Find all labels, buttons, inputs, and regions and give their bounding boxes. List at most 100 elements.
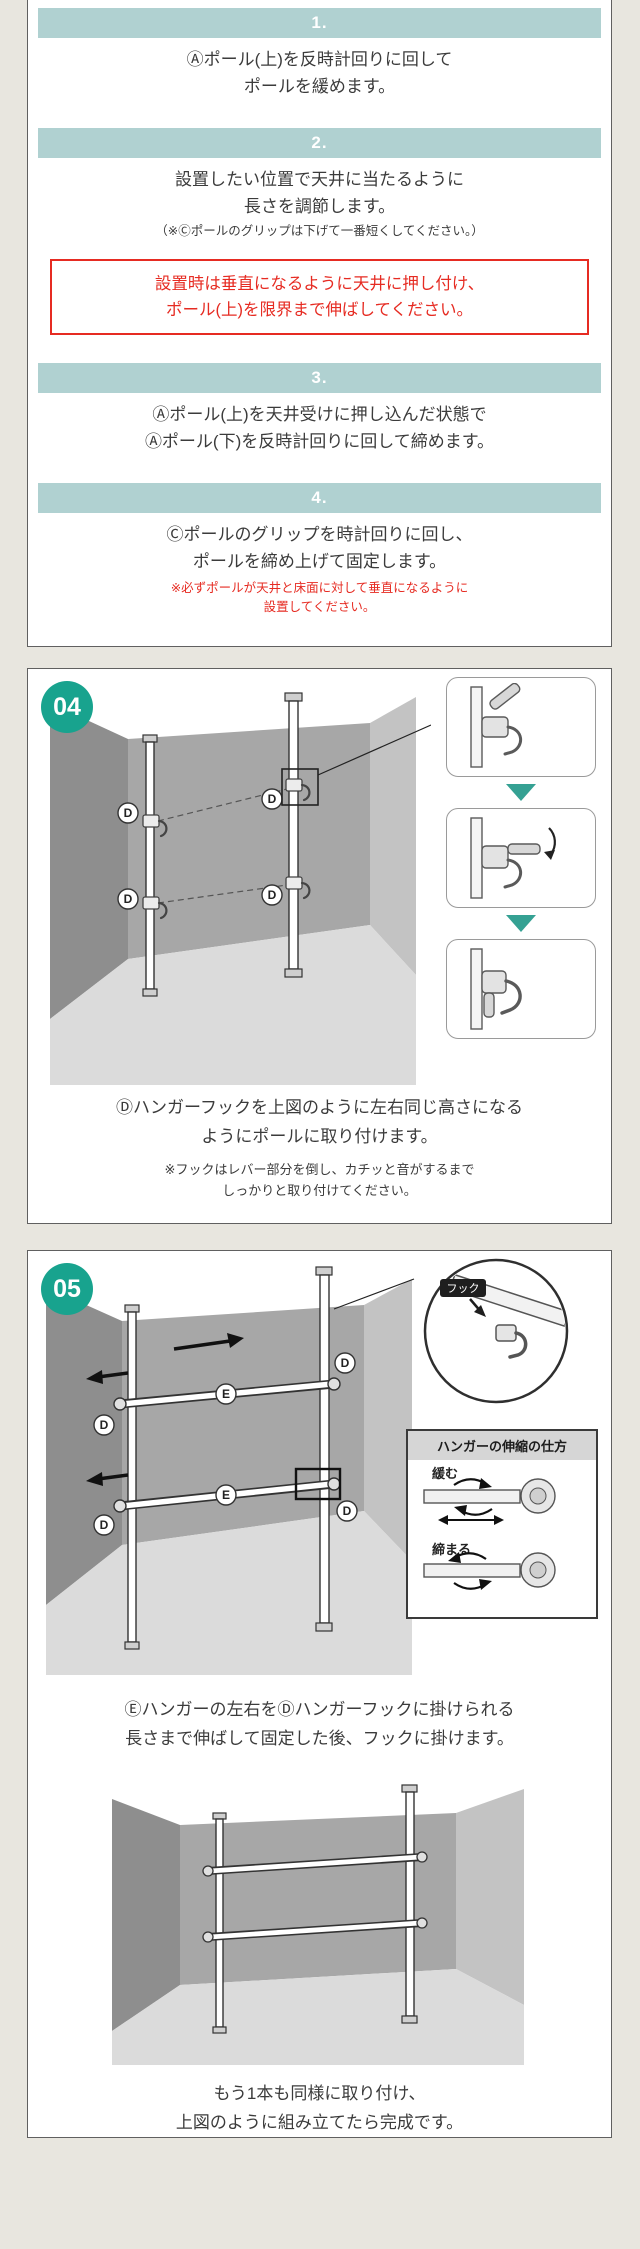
hook-close-lever-diagram [470,817,556,899]
step-3-line-2: Ⓐポール(下)を反時計回りに回して締めます。 [144,432,495,451]
section-04-illustration: 04 [28,669,611,1087]
extend-arrow-left-lower [86,1472,129,1486]
section-05-caption: Ⓔハンガーの左右をⒹハンガーフックに掛けられる 長さまで伸ばして固定した後、フッ… [28,1695,611,1753]
assembly-steps-card: 1. Ⓐポール(上)を反時計回りに回して ポールを緩めます。 2. 設置したい位… [27,0,612,647]
room-illustration-04: D D D D [50,692,431,1085]
section-05-illustration: 05 [28,1251,611,1679]
warning-line-2: ポール(上)を限界まで伸ばしてください。 [166,301,473,319]
svg-text:D: D [268,888,277,902]
step-4-line-1: Ⓒポールのグリップを時計回りに回し、 [166,525,473,544]
hook-step-frame-3 [446,939,596,1039]
step-4-line-2: ポールを締め上げて固定します。 [192,552,447,571]
highlight-rect [294,1467,342,1501]
hook-open-lever-diagram [470,683,522,768]
right-wall [364,1279,412,1561]
hook-label-d: D [261,884,283,906]
hanger-hook [495,1324,528,1359]
hook-detail-panel [443,677,599,1039]
telescopic-diagram: 緩む 締まる [423,1466,556,1590]
step-2-header: 2. [38,128,601,158]
tension-pole-left [142,734,158,997]
step-4-text: Ⓒポールのグリップを時計回りに回し、 ポールを締め上げて固定します。 [34,521,605,575]
tighten-label: 締まる [432,1542,471,1557]
step-4-warning-line-1: ※必ずポールが天井と床面に対して垂直になるように [170,581,469,595]
section-04-note: ※フックはレバー部分を倒し、カチッと音がするまで しっかりと取り付けてください。 [28,1159,611,1201]
step-1-line-2: ポールを緩めます。 [243,77,396,96]
extend-arrow-left-upper [86,1370,129,1384]
hanger-hook [142,896,168,920]
telescopic-panel-title: ハンガーの伸縮の仕方 [408,1431,596,1460]
step-3-number: 3. [311,368,328,387]
section-04-card: 04 [27,668,612,1224]
hook-label-d: D [117,802,139,824]
tension-pole-left [124,1304,140,1650]
hook-label-d: D [117,888,139,910]
step-2-text: 設置したい位置で天井に当たるように 長さを調節します。 [34,166,605,220]
section-04-note-line-2: しっかりと取り付けてください。 [222,1183,417,1198]
zoom-leader-line [317,724,431,776]
step-2-number: 2. [311,133,328,152]
svg-text:D: D [124,806,133,820]
svg-text:D: D [100,1518,109,1532]
svg-text:D: D [124,892,133,906]
hook-label-d: D [336,1500,358,1522]
svg-text:D: D [268,792,277,806]
zoom-rect [281,768,319,806]
final-caption-line-1: もう1本も同様に取り付け、 [213,2084,426,2103]
hook-inset: フック [423,1258,569,1404]
section-04-caption-line-2: ようにポールに取り付けます。 [201,1127,438,1146]
hanger-bar-lower [201,1917,428,1943]
section-04-note-line-1: ※フックはレバー部分を倒し、カチッと音がするまで [164,1162,475,1177]
floor [50,925,416,1085]
tension-pole-right [284,692,303,978]
step-2-note: （※Ⓒポールのグリップは下げて一番短くしてください。） [155,224,484,238]
tension-pole-right [315,1266,333,1632]
section-04-badge: 04 [41,681,93,733]
left-wall [111,1799,180,2031]
hook-step-frame-2 [446,808,596,908]
inset-leader-line [333,1278,415,1310]
section-05-card: 05 [27,1250,612,2138]
svg-text:D: D [341,1356,350,1370]
section-05-caption-line-1: Ⓔハンガーの左右をⒹハンガーフックに掛けられる [124,1700,515,1719]
hanger-bar-upper [201,1851,428,1877]
hanger-hook [285,778,311,802]
hook-tag: フック [440,1279,486,1317]
tighten-diagram [423,1552,556,1590]
hook-step-frame-1 [446,677,596,777]
final-room-illustration [111,1784,524,2065]
step-3-text: Ⓐポール(上)を天井受けに押し込んだ状態で Ⓐポール(下)を反時計回りに回して締… [34,401,605,455]
final-caption: もう1本も同様に取り付け、 上図のように組み立てたら完成です。 [28,2079,611,2137]
room-illustration-05: E E D D D [46,1266,415,1675]
level-dashline-lower [157,884,288,904]
svg-text:D: D [343,1504,352,1518]
hook-label-d: D [93,1414,115,1436]
section-04-caption-line-1: Ⓓハンガーフックを上図のように左右同じ高さになる [116,1098,523,1117]
warning-line-1: 設置時は垂直になるように天井に押し付け、 [154,275,485,293]
step-4-warning-line-2: 設置してください。 [263,600,376,614]
tension-pole-left [211,1812,227,2034]
hook-tag-label: フック [447,1282,480,1295]
final-caption-line-2: 上図のように組み立てたら完成です。 [175,2113,464,2132]
telescopic-panel: ハンガーの伸縮の仕方 緩む [406,1429,598,1619]
warning-box: 設置時は垂直になるように天井に押し付け、 ポール(上)を限界まで伸ばしてください… [50,259,589,335]
arrow-down-icon [506,784,536,801]
step-1-number: 1. [311,13,328,32]
hook-label-d: D [334,1352,356,1374]
final-assembly-illustration [100,1773,540,2065]
step-1-text: Ⓐポール(上)を反時計回りに回して ポールを緩めます。 [34,46,605,100]
step-3-line-1: Ⓐポール(上)を天井受けに押し込んだ状態で [152,405,487,424]
step-1-header: 1. [38,8,601,38]
section-05-caption-line-2: 長さまで伸ばして固定した後、フックに掛けます。 [125,1729,514,1748]
step-2-line-1: 設置したい位置で天井に当たるように [175,170,464,189]
hanger-hook [285,876,311,900]
floor [111,1969,524,2065]
section-05-badge: 05 [41,1263,93,1315]
tension-pole-right [400,1784,418,2024]
step-1-line-1: Ⓐポール(上)を反時計回りに回して [186,50,453,69]
arrow-down-icon [506,915,536,932]
bar-label-e: E [215,1383,237,1405]
right-wall [370,697,416,975]
step-4-warning-note: ※必ずポールが天井と床面に対して垂直になるように 設置してください。 [28,579,611,617]
